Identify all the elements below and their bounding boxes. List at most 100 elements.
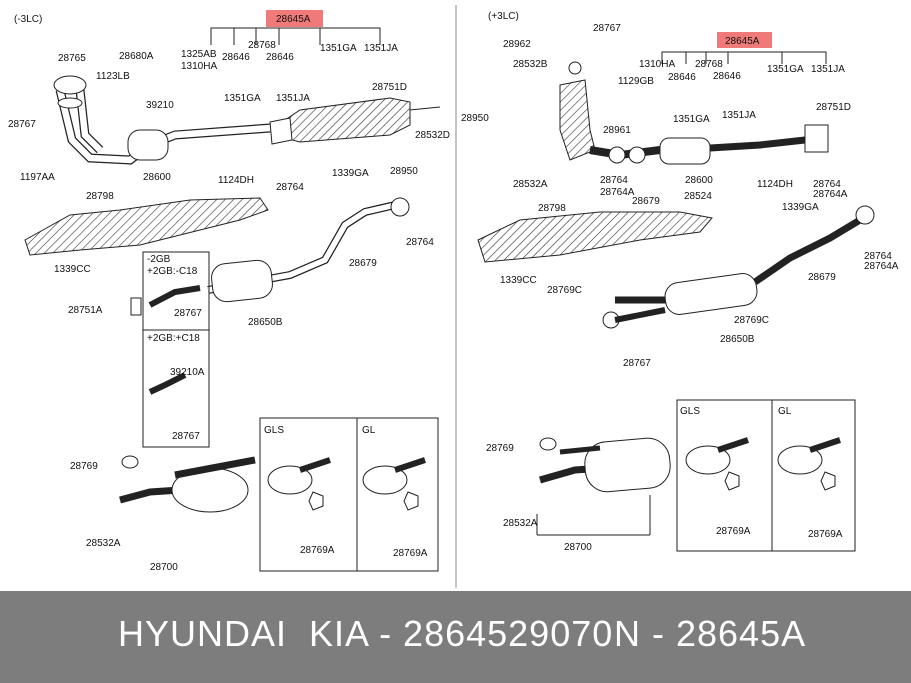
left-heading: (-3LC) bbox=[14, 14, 42, 25]
part-label: 28764A bbox=[813, 189, 848, 200]
left-labels: (-3LC) 28645A 1325AB 1310HA 28646 28768 … bbox=[8, 14, 450, 573]
part-label: 28769C bbox=[734, 315, 769, 326]
right-heading: (+3LC) bbox=[488, 11, 519, 22]
part-label: 28767 bbox=[593, 23, 621, 34]
diagram-svg: (-3LC) 28645A 1325AB 1310HA 28646 28768 … bbox=[8, 5, 899, 588]
part-label: 1124DH bbox=[757, 179, 793, 190]
part-label: 28768 bbox=[248, 40, 276, 51]
part-label: 1339CC bbox=[54, 264, 91, 275]
part-label: 1123LB bbox=[96, 71, 130, 82]
part-label: 28646 bbox=[713, 71, 741, 82]
part-label: 28769C bbox=[547, 285, 582, 296]
part-label: 28751D bbox=[372, 82, 407, 93]
part-label: 28700 bbox=[564, 542, 592, 553]
part-label: 28769 bbox=[486, 443, 514, 454]
part-label: 1310HA bbox=[181, 61, 217, 72]
part-label: 28769A bbox=[300, 545, 335, 556]
part-label: 28650B bbox=[248, 317, 283, 328]
sub-label: GL bbox=[778, 406, 792, 417]
part-label: 28532A bbox=[86, 538, 121, 549]
left-panel bbox=[24, 5, 457, 588]
part-label: 1197AA bbox=[20, 172, 55, 183]
left-sub-box bbox=[259, 417, 439, 572]
part-label: 28679 bbox=[808, 272, 836, 283]
part-label: 1351JA bbox=[722, 110, 756, 121]
part-label: 28646 bbox=[222, 52, 250, 63]
part-label: 1339CC bbox=[500, 275, 537, 286]
exhaust-parts-diagram: (-3LC) 28645A 1325AB 1310HA 28646 28768 … bbox=[8, 5, 899, 588]
sub-label: GLS bbox=[264, 425, 284, 436]
part-label: 28679 bbox=[632, 196, 660, 207]
footer-banner: HYUNDAI KIA - 2864529070 N - 28645A bbox=[0, 591, 911, 683]
part-label: 28769A bbox=[808, 529, 843, 540]
left-inset-bottom bbox=[142, 329, 210, 448]
part-label: 28764A bbox=[864, 261, 899, 272]
part-label: 28962 bbox=[503, 39, 531, 50]
part-label: 28764 bbox=[406, 237, 434, 248]
footer-brand-text: HYUNDAI KIA - 2864529070 bbox=[118, 613, 614, 654]
part-label: 28532D bbox=[415, 130, 450, 141]
part-label: 28764 bbox=[864, 251, 892, 262]
part-label: 28680A bbox=[119, 51, 154, 62]
part-label: 28769A bbox=[393, 548, 428, 559]
sub-label: GLS bbox=[680, 406, 700, 417]
right-sub-box bbox=[676, 399, 856, 552]
part-label: 28679 bbox=[349, 258, 377, 269]
part-label: 1351GA bbox=[224, 93, 261, 104]
part-label: 1351JA bbox=[364, 43, 398, 54]
sub-label: GL bbox=[362, 425, 376, 436]
part-label: 1310HA bbox=[639, 59, 675, 70]
part-label: 28765 bbox=[58, 53, 86, 64]
part-label: 1325AB bbox=[181, 49, 217, 60]
part-label: 28751D bbox=[816, 102, 851, 113]
right-labels: (+3LC) 28645A 28767 28962 1310HA 28768 2… bbox=[461, 11, 899, 553]
part-label: 28767 bbox=[623, 358, 651, 369]
part-label: 28764 bbox=[600, 175, 628, 186]
part-label: 28532B bbox=[513, 59, 548, 70]
part-label: 28751A bbox=[68, 305, 103, 316]
part-label: 28700 bbox=[150, 562, 178, 573]
footer-ref-text: N - 28645A bbox=[614, 613, 807, 654]
part-label: 28767 bbox=[174, 308, 202, 319]
part-label: 28798 bbox=[538, 203, 566, 214]
right-panel bbox=[477, 32, 875, 552]
part-label: 28950 bbox=[461, 113, 489, 124]
part-label: 39210A bbox=[170, 367, 205, 378]
part-label: 39210 bbox=[146, 100, 174, 111]
part-label: 1351GA bbox=[767, 64, 804, 75]
part-label: 28764A bbox=[600, 187, 635, 198]
inset-label: +2GB:-C18 bbox=[147, 266, 198, 277]
part-label: 28961 bbox=[603, 125, 631, 136]
part-label: 28767 bbox=[172, 431, 200, 442]
left-highlight-label: 28645A bbox=[276, 14, 311, 25]
part-label: 1129GB bbox=[618, 76, 654, 87]
part-label: 28764 bbox=[276, 182, 304, 193]
part-label: 28600 bbox=[143, 172, 171, 183]
inset-label: +2GB:+C18 bbox=[147, 333, 200, 344]
part-label: 28600 bbox=[685, 175, 713, 186]
part-label: 28769A bbox=[716, 526, 751, 537]
part-label: 28532A bbox=[503, 518, 538, 529]
part-label: 1339GA bbox=[782, 202, 819, 213]
part-label: 28798 bbox=[86, 191, 114, 202]
part-label: 28950 bbox=[390, 166, 418, 177]
part-label: 28768 bbox=[695, 59, 723, 70]
part-label: 1351GA bbox=[673, 114, 710, 125]
part-label: 28764 bbox=[813, 179, 841, 190]
inset-label: -2GB bbox=[147, 254, 171, 265]
part-label: 28524 bbox=[684, 191, 712, 202]
part-label: 28646 bbox=[266, 52, 294, 63]
part-label: 28767 bbox=[8, 119, 36, 130]
part-label: 1351GA bbox=[320, 43, 357, 54]
part-label: 1124DH bbox=[218, 175, 254, 186]
part-label: 1351JA bbox=[276, 93, 310, 104]
right-highlight-label: 28645A bbox=[725, 36, 760, 47]
right-highlight-box bbox=[717, 32, 772, 48]
part-label: 1339GA bbox=[332, 168, 369, 179]
part-label: 28769 bbox=[70, 461, 98, 472]
part-label: 28650B bbox=[720, 334, 755, 345]
left-highlight-box bbox=[266, 10, 323, 27]
part-label: 28646 bbox=[668, 72, 696, 83]
part-label: 28532A bbox=[513, 179, 548, 190]
part-label: 1351JA bbox=[811, 64, 845, 75]
